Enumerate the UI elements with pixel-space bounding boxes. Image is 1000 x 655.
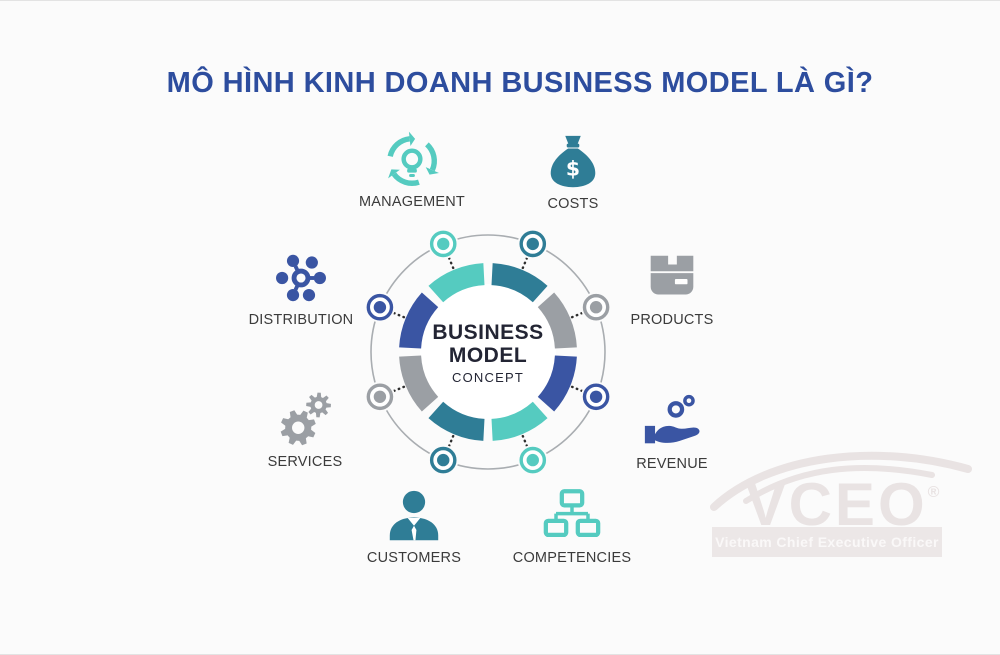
center-line-concept: CONCEPT	[452, 370, 524, 386]
item-customers-label: CUSTOMERS	[366, 550, 462, 566]
money-bag-icon: $	[542, 131, 604, 193]
item-services-label: SERVICES	[267, 454, 343, 470]
vceo-logo: VCEO	[745, 471, 928, 538]
item-management: MANAGEMENT	[332, 129, 492, 210]
org-chart-icon	[541, 485, 603, 547]
person-icon	[383, 485, 445, 547]
registered-mark: ®	[927, 484, 940, 501]
center-line-model: MODEL	[448, 344, 528, 367]
hand-coins-icon	[641, 391, 703, 453]
item-distribution: DISTRIBUTION	[221, 247, 381, 328]
vceo-logo-text: VCEO®	[700, 463, 985, 535]
item-products-label: PRODUCTS	[630, 312, 714, 328]
network-hub-icon	[270, 247, 332, 309]
gears-icon	[274, 389, 336, 451]
vceo-tagline: Vietnam Chief Executive Officer	[712, 527, 942, 557]
ring-center-label: BUSINESS MODEL CONCEPT	[432, 321, 543, 385]
center-line-business: BUSINESS	[432, 320, 544, 344]
item-costs-label: COSTS	[547, 196, 599, 212]
item-revenue-label: REVENUE	[636, 456, 708, 472]
management-cycle-icon	[381, 129, 443, 191]
item-distribution-label: DISTRIBUTION	[248, 312, 354, 328]
item-customers: CUSTOMERS	[334, 485, 494, 566]
item-revenue: REVENUE	[592, 391, 752, 472]
item-competencies: COMPETENCIES	[492, 485, 652, 566]
svg-text:$: $	[566, 157, 580, 181]
package-box-icon	[641, 247, 703, 309]
item-competencies-label: COMPETENCIES	[512, 550, 632, 566]
item-products: PRODUCTS	[592, 247, 752, 328]
item-costs: $ COSTS	[493, 131, 653, 212]
page-title: MÔ HÌNH KINH DOANH BUSINESS MODEL LÀ GÌ?	[166, 67, 874, 99]
business-model-ring-diagram	[364, 228, 612, 476]
item-management-label: MANAGEMENT	[359, 194, 465, 210]
item-services: SERVICES	[225, 389, 385, 470]
